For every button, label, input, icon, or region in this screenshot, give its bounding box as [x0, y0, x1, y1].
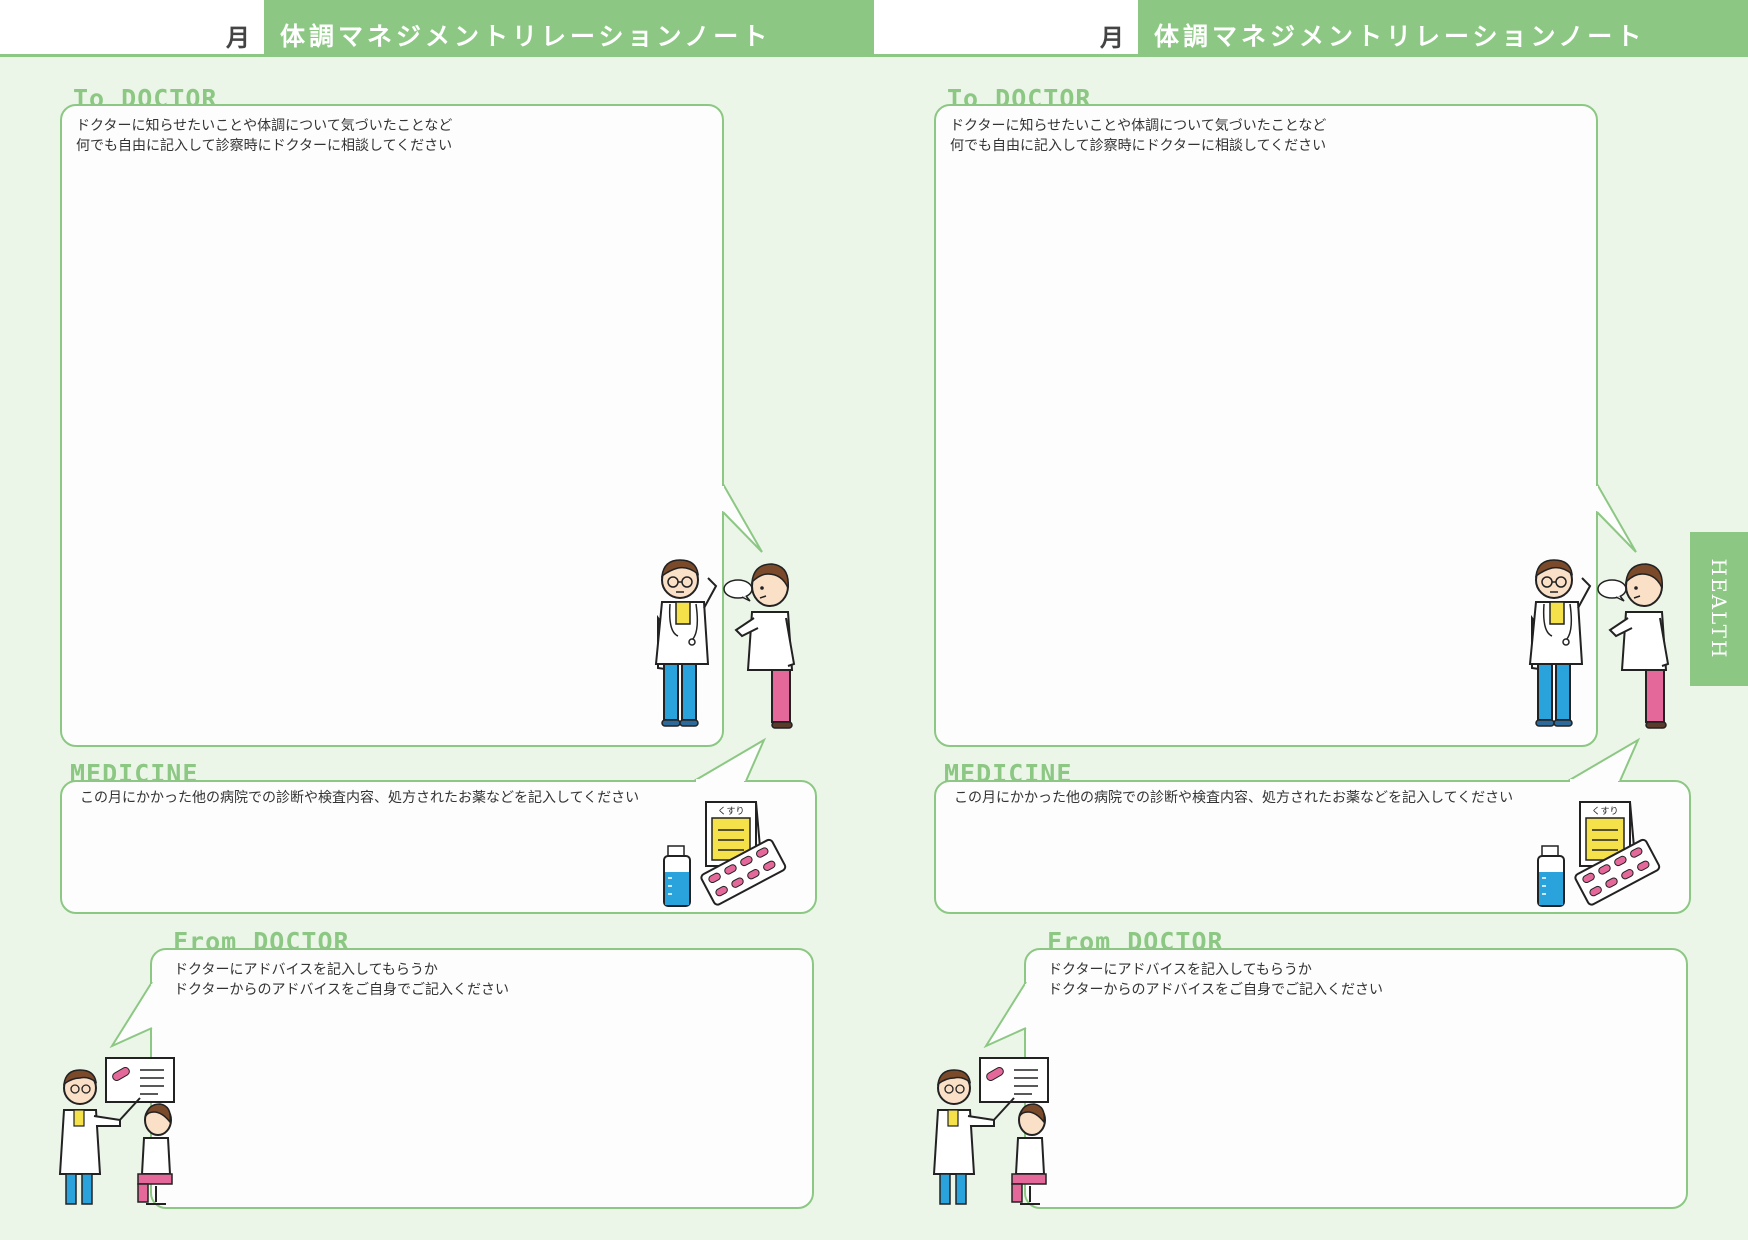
health-tab-label: HEALTH [1707, 558, 1731, 660]
doctor-explaining-icon [932, 1057, 1049, 1205]
patient-talking-icon [1608, 563, 1670, 729]
patient-talking-icon [734, 563, 796, 729]
from-doctor-box[interactable]: ドクターにアドバイスを記入してもらうか ドクターからのアドバイスをご自身でご記入… [150, 948, 814, 1209]
title-bar: 体調マネジメントリレーションノート [264, 0, 874, 57]
page-title: 体調マネジメントリレーションノート [280, 22, 772, 51]
pill-blister-icon [1574, 838, 1661, 906]
doctor-explaining-icon [58, 1057, 175, 1205]
medicine-illustration: くすり [663, 801, 787, 907]
left-page: 月 体調マネジメントリレーションノート To DOCTOR ドクターに知らせたい… [0, 0, 874, 1209]
title-bar: 体調マネジメントリレーションノート [1138, 0, 1748, 57]
to-doctor-tail-icon [720, 483, 763, 553]
medicine-instruction: この月にかかった他の病院での診断や検査内容、処方されたお薬などを記入してください [80, 790, 640, 806]
to-doctor-instruction-1: ドクターに知らせたいことや体調について気づいたことなど [76, 118, 453, 134]
medicine-illustration: くすり [1537, 801, 1661, 907]
to-doctor-instruction-2: 何でも自由に記入して診察時にドクターに相談してください [76, 138, 453, 154]
month-box: 月 [874, 0, 1138, 57]
medicine-sign-label: くすり [717, 806, 744, 817]
seated-patient-icon [137, 1103, 173, 1205]
from-doctor-tail-icon [109, 981, 155, 1049]
right-page: 月 体調マネジメントリレーションノート To DOCTOR ドクターに知らせたい… [874, 0, 1748, 1240]
pill-blister-icon [700, 838, 787, 906]
seated-patient-icon [1011, 1103, 1047, 1205]
from-doctor-box[interactable]: ドクターにアドバイスを記入してもらうか ドクターからのアドバイスをご自身でご記入… [1024, 948, 1688, 1209]
medicine-tail-icon [693, 737, 767, 784]
from-doctor-instruction-1: ドクターにアドバイスを記入してもらうか [1048, 962, 1312, 978]
to-doctor-box[interactable]: ドクターに知らせたいことや体調について気づいたことなど 何でも自由に記入して診察… [934, 104, 1598, 747]
month-box: 月 [0, 0, 264, 57]
medicine-tail-icon [1567, 737, 1641, 784]
medicine-bottle-icon [663, 845, 691, 907]
to-doctor-instruction-1: ドクターに知らせたいことや体調について気づいたことなど [950, 118, 1327, 134]
to-doctor-tail-icon [1594, 483, 1637, 553]
medicine-bottle-icon [1537, 845, 1565, 907]
page-title: 体調マネジメントリレーションノート [1154, 22, 1646, 51]
doctor-listening-icon [654, 559, 718, 727]
to-doctor-box[interactable]: ドクターに知らせたいことや体調について気づいたことなど 何でも自由に記入して診察… [60, 104, 724, 747]
from-doctor-tail-icon [983, 981, 1029, 1049]
from-doctor-instruction-2: ドクターからのアドバイスをご自身でご記入ください [174, 982, 510, 998]
to-doctor-instruction-2: 何でも自由に記入して診察時にドクターに相談してください [950, 138, 1327, 154]
doctor-listening-icon [1528, 559, 1592, 727]
month-label: 月 [1100, 24, 1124, 52]
medicine-instruction: この月にかかった他の病院での診断や検査内容、処方されたお薬などを記入してください [954, 790, 1514, 806]
month-label: 月 [226, 24, 250, 52]
from-doctor-instruction-1: ドクターにアドバイスを記入してもらうか [174, 962, 438, 978]
health-tab[interactable]: HEALTH [1690, 532, 1748, 686]
from-doctor-instruction-2: ドクターからのアドバイスをご自身でご記入ください [1048, 982, 1384, 998]
medicine-sign-label: くすり [1591, 806, 1618, 817]
